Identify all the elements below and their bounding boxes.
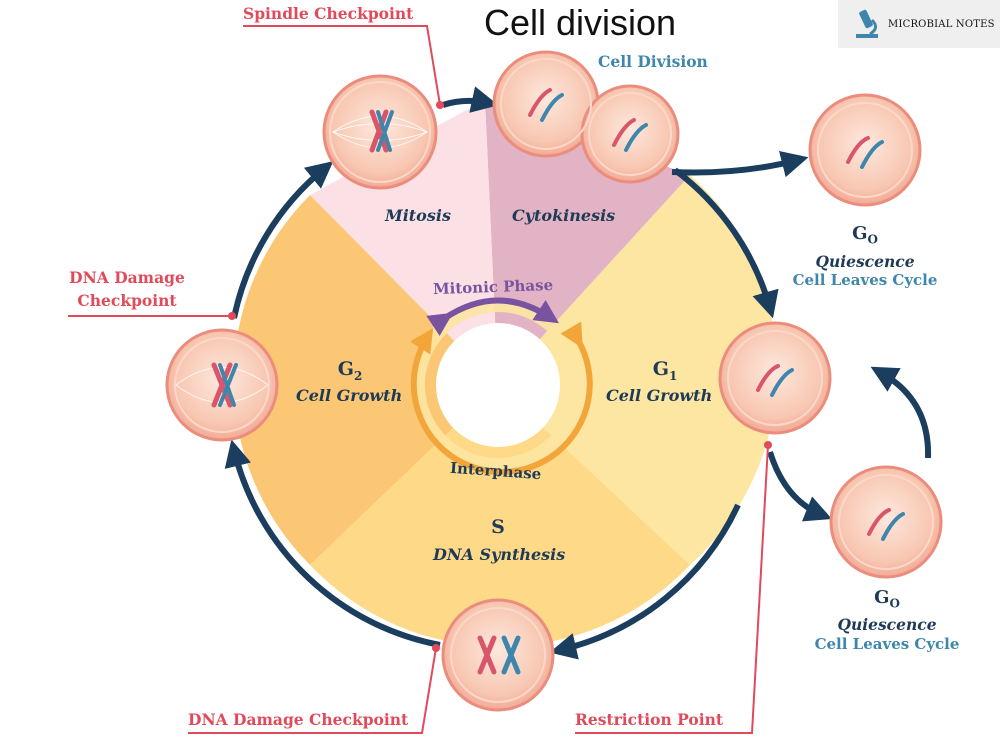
logo: MICROBIAL NOTES — [838, 0, 1000, 48]
restriction-leader — [575, 444, 769, 734]
page-title: Cell division — [483, 2, 677, 43]
cell-mitosis — [322, 74, 438, 190]
label-g2-title: G2 — [337, 358, 363, 383]
label-mitosis: Mitosis — [385, 206, 451, 225]
label-dna-damage-bottom: DNA Damage Checkpoint — [188, 710, 409, 729]
center-hole — [436, 323, 560, 447]
label-g0-bottom-line1: Quiescence — [837, 615, 937, 634]
g0-return-arrow — [870, 366, 932, 459]
g1-wedge — [498, 175, 778, 565]
g0-exit-arrow-top — [671, 150, 809, 178]
label-restriction-point: Restriction Point — [575, 710, 724, 729]
label-g1-title: G1 — [652, 358, 678, 383]
cycle-arrow-bottom-right — [549, 503, 741, 660]
interphase-arrow — [410, 321, 593, 475]
microscope-icon — [856, 9, 878, 38]
label-dna-damage-left-1: DNA Damage — [69, 268, 185, 287]
label-g1-desc: Cell Growth — [606, 386, 713, 405]
cycle-arrow-top — [442, 86, 499, 113]
label-g0-bottom-line2: Cell Leaves Cycle — [814, 635, 960, 653]
cycle-arrow-bottom-left — [224, 439, 441, 648]
g2-wedge — [233, 195, 498, 565]
logo-text: MICROBIAL NOTES — [888, 18, 995, 30]
cell-s-phase — [441, 598, 555, 712]
cell-g2 — [165, 328, 279, 442]
cell-g1 — [718, 321, 832, 435]
cell-g0-bottom — [829, 465, 943, 579]
label-spindle-checkpoint: Spindle Checkpoint — [243, 4, 414, 23]
label-dna-damage-left-2: Checkpoint — [77, 291, 177, 310]
label-g0-bottom-title: GO — [874, 587, 900, 611]
cell-g0-top — [808, 93, 922, 207]
spindle-leader — [243, 25, 441, 106]
label-g2-desc: Cell Growth — [296, 386, 403, 405]
g0-exit-arrow-bottom — [767, 451, 833, 522]
mitotic-phase-arrow — [426, 297, 560, 336]
cycle-arrow-g1 — [673, 167, 779, 319]
label-g0-top-title: GO — [852, 223, 878, 247]
s-wedge — [310, 385, 690, 647]
label-g0-top-line1: Quiescence — [815, 252, 915, 271]
label-s-desc: DNA Synthesis — [433, 545, 566, 564]
label-s-title: S — [491, 516, 505, 538]
cell-cytokinesis — [492, 50, 680, 184]
cycle-arrow-left — [231, 161, 334, 319]
dna-bottom-leader — [188, 647, 437, 734]
label-cytokinesis: Cytokinesis — [512, 206, 616, 225]
label-g0-top-line2: Cell Leaves Cycle — [792, 271, 938, 289]
label-cell-division: Cell Division — [598, 52, 708, 71]
